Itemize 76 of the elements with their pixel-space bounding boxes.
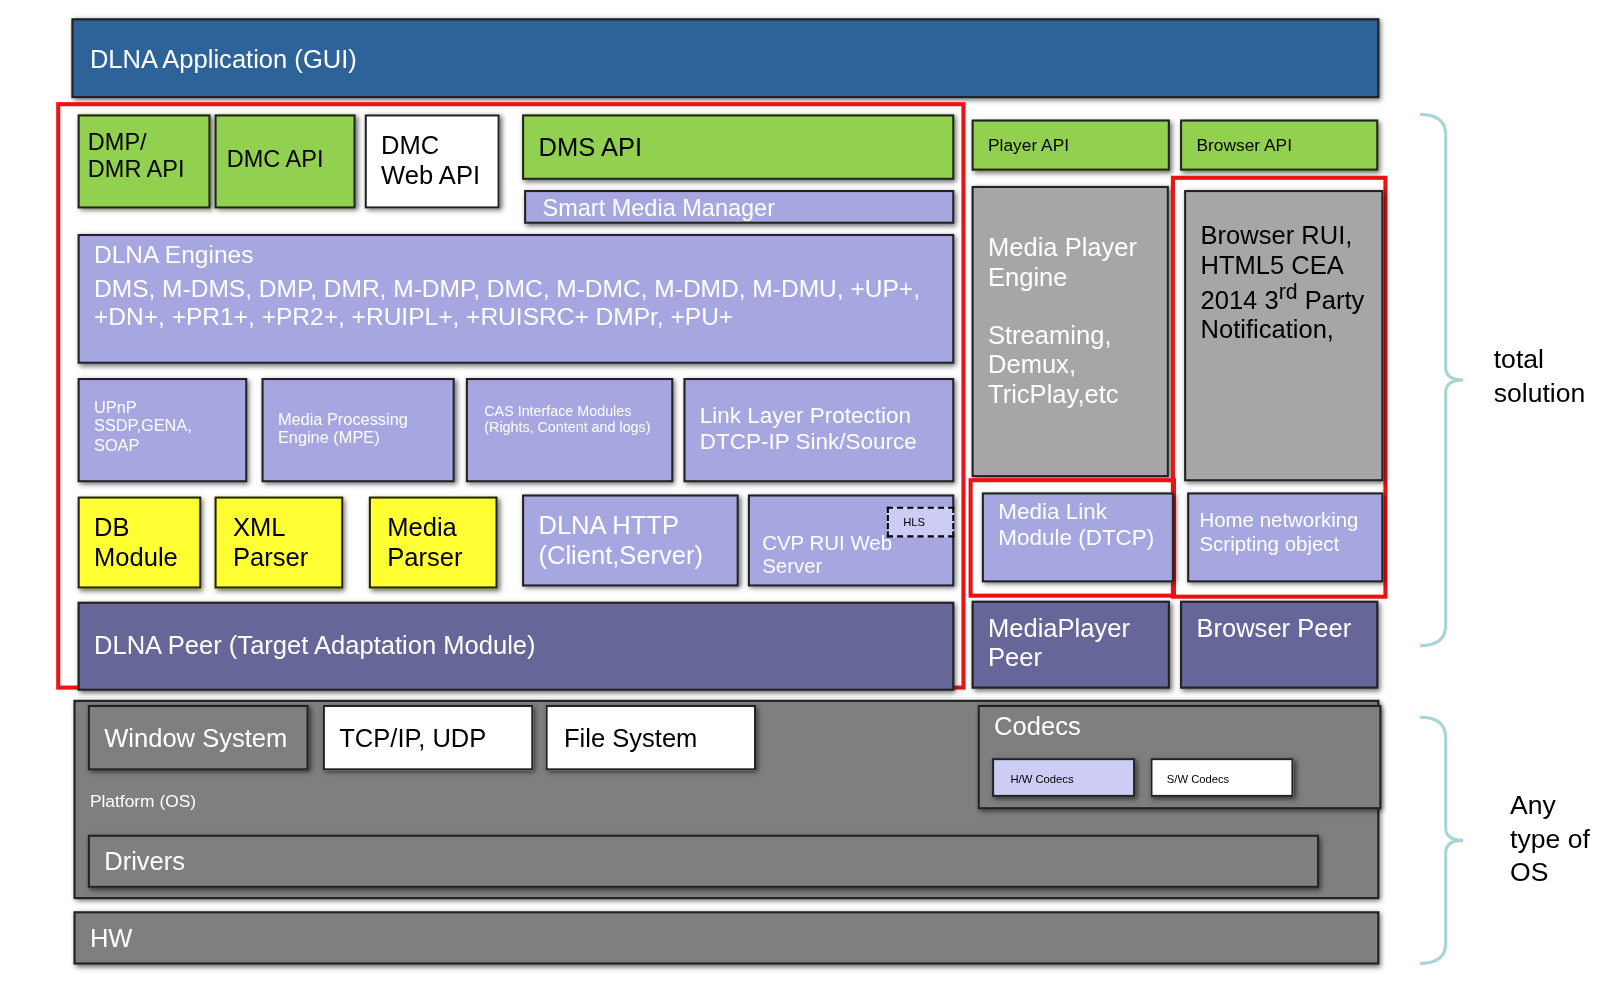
box-label: CAS Interface Modules (Rights, Content and logs): [484, 402, 652, 436]
module-box: [77, 496, 202, 589]
codec-box: [992, 758, 1136, 797]
peer-box: [1180, 600, 1379, 689]
box-label: Window System: [104, 723, 289, 753]
box-label: CVP RUI Web Server: [762, 531, 894, 579]
box-label: DMC API: [226, 145, 325, 173]
platform-module-box: [87, 704, 309, 771]
box-label: TCP/IP, UDP: [339, 723, 488, 753]
module-box: [261, 378, 455, 483]
box-label: DMS API: [538, 132, 644, 163]
box-label: Drivers: [104, 847, 187, 877]
module-box: [1187, 492, 1384, 583]
box-label: XML Parser: [232, 512, 310, 572]
box-heading: Media Player Engine: [988, 232, 1139, 292]
box-label: MediaPlayer Peer: [988, 613, 1131, 672]
box-label: S/W Codecs: [1166, 772, 1231, 786]
module-box: [683, 378, 955, 483]
highlight-frame: [1170, 175, 1388, 599]
box-label: Link Layer Protection DTCP-IP Sink/Source: [699, 402, 918, 455]
platform-module-box: [545, 704, 757, 771]
engine-box: [971, 185, 1169, 478]
bracket-note: Any type of OS: [1510, 788, 1591, 889]
box-label: Player API: [988, 135, 1071, 156]
box-label: Platform (OS): [89, 791, 198, 812]
box-label: Smart Media Manager: [542, 194, 776, 222]
box-label: Streaming, Demux, TricPlay,etc: [988, 320, 1120, 409]
box-label: Browser Peer: [1196, 613, 1353, 643]
platform-module-box: [322, 704, 534, 771]
module-box: [747, 494, 955, 587]
api-box: [364, 114, 500, 209]
api-box: [77, 114, 211, 209]
box-label: Browser RUI, HTML5 CEA 2014 3$^{rd}$ Party Notification,: [1200, 220, 1366, 344]
box-label: Media Processing Engine (MPE): [277, 410, 409, 449]
bracket-note: total solution: [1493, 342, 1587, 409]
box-label: UPnP SSDP,GENA, SOAP: [94, 398, 193, 455]
platform-box: [73, 699, 1380, 900]
engine-box: [1184, 190, 1384, 482]
codecs-box: [977, 704, 1382, 810]
module-box: [77, 378, 248, 483]
api-box: [1180, 119, 1379, 171]
peer-box: [971, 600, 1170, 689]
box-label: H/W Codecs: [1010, 772, 1075, 786]
box-heading: DLNA Engines: [94, 240, 255, 269]
driver-box: [87, 834, 1319, 888]
box-label: File System: [564, 723, 699, 753]
module-box: [522, 494, 739, 587]
api-box: [214, 114, 356, 209]
box-label: DMP/ DMR API: [87, 128, 186, 183]
module-box: [368, 496, 498, 589]
codec-box: [1150, 758, 1294, 797]
box-label: DB Module: [94, 512, 179, 572]
layer-box: [71, 18, 1380, 99]
box-label: Browser API: [1196, 135, 1293, 156]
box-label: HLS: [903, 515, 927, 529]
box-label: Media Parser: [387, 512, 464, 572]
highlight-frame: [968, 478, 1176, 598]
module-box: [524, 190, 955, 224]
api-box: [522, 114, 955, 180]
box-label: HW: [89, 923, 134, 953]
box-label: DLNA Application (GUI): [89, 44, 358, 75]
module-box: [981, 492, 1174, 583]
highlight-frame: [56, 102, 966, 690]
box-label: DMC Web API: [381, 130, 481, 190]
box-label: Media Link Module (DTCP): [998, 498, 1156, 551]
engine-box: [77, 233, 955, 364]
module-box: [214, 496, 344, 589]
peer-box: [77, 601, 955, 691]
hardware-box: [73, 911, 1380, 965]
box-label: Home networking Scripting object: [1199, 508, 1360, 556]
box-label: DLNA HTTP (Client,Server): [538, 510, 705, 570]
box-label: DMS, M-DMS, DMP, DMR, M-DMP, DMC, M-DMC, M-DMD, M-DMU, +UP+, +DN+, +PR1+, +PR2+, +RUIPL+, +RUISRC+ DMPr, +PU+: [94, 274, 921, 331]
box-label: DLNA Peer (Target Adaptation Module): [94, 630, 537, 660]
box-label: Codecs: [994, 711, 1082, 741]
module-box: [465, 378, 674, 483]
api-box: [971, 119, 1170, 171]
